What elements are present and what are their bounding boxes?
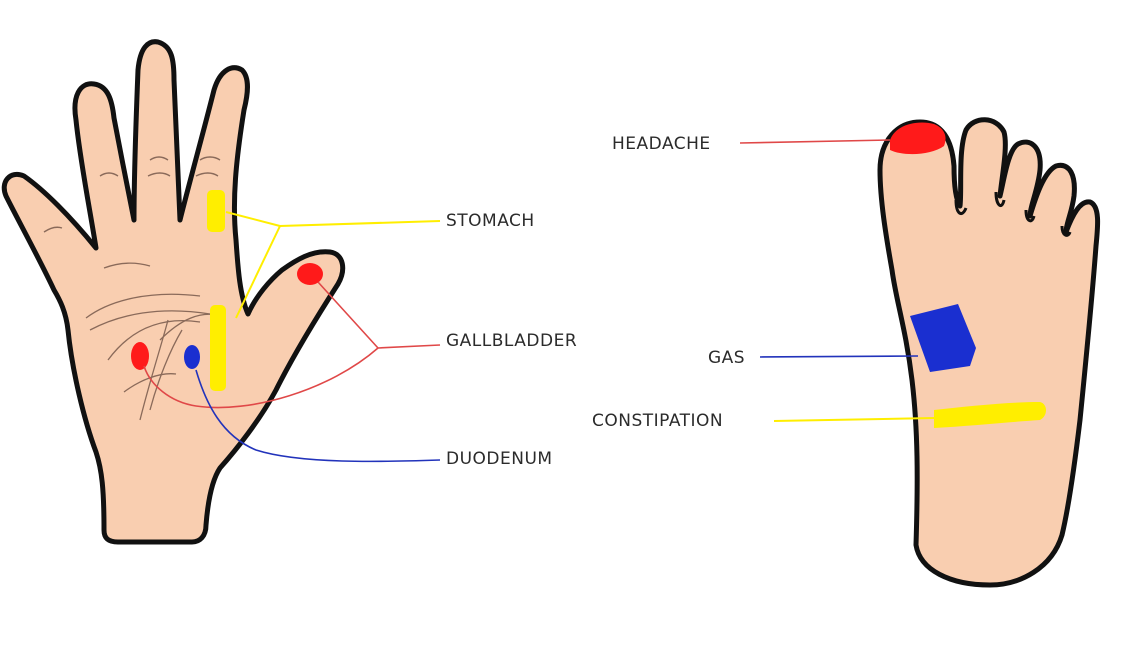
gallbladder-marker-thumb xyxy=(297,263,323,285)
foot-outline xyxy=(877,117,1101,588)
hand-illustration xyxy=(1,39,441,545)
hand-outline xyxy=(1,39,346,545)
duodenum-leader xyxy=(195,369,441,463)
toe-lines xyxy=(954,191,1072,237)
stomach-marker-upper xyxy=(207,190,225,232)
stomach-label: STOMACH xyxy=(446,211,535,231)
gallbladder-label: GALLBLADDER xyxy=(446,331,578,351)
gallbladder-leader xyxy=(143,281,441,409)
constipation-leader xyxy=(773,417,935,422)
stomach-marker-lower xyxy=(210,305,226,391)
foot-illustration xyxy=(739,117,1101,588)
gas-leader xyxy=(759,355,919,358)
gas-marker xyxy=(910,304,976,372)
duodenum-label: DUODENUM xyxy=(446,449,553,469)
finger-creases xyxy=(43,156,221,233)
duodenum-marker xyxy=(184,345,200,369)
stomach-leader xyxy=(225,211,441,319)
headache-label: HEADACHE xyxy=(612,134,711,154)
constipation-label: CONSTIPATION xyxy=(592,411,724,431)
gallbladder-marker-palm xyxy=(131,342,149,370)
headache-leader xyxy=(739,139,891,144)
gas-label: GAS xyxy=(708,348,746,368)
headache-marker xyxy=(890,122,946,155)
constipation-marker xyxy=(934,402,1046,428)
